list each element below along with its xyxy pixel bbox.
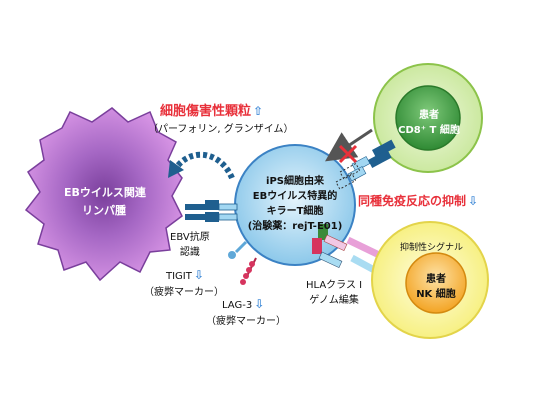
lag3-label: LAG-3⇩ — [222, 297, 265, 311]
tumor-label: EBウイルス関連 リンパ腫 — [64, 186, 146, 217]
hla-receptor-icon — [312, 224, 348, 269]
block-x-icon — [338, 144, 358, 164]
granules-subtitle: （パーフォリン, グランザイム） — [148, 124, 294, 135]
hla-deleted-outline — [335, 162, 361, 190]
attack-arrow — [325, 128, 373, 162]
ebv-antigen-label: EBV抗原 認識 — [170, 232, 210, 258]
tigit-sub: （疲弊マーカー） — [144, 287, 224, 298]
suppression-label: 同種免疫反応の抑制⇩ — [358, 194, 479, 208]
granules-title: 細胞傷害性顆粒⇧ — [160, 104, 264, 119]
inhibitory-signal-label: 抑制性シグナル — [400, 243, 464, 253]
nk-label: 患者 NK 細胞 — [416, 274, 456, 300]
hla-label: HLAクラス I ゲノム編集 — [306, 280, 363, 306]
tigit-label: TIGIT⇩ — [166, 268, 204, 282]
tumor-cell — [24, 107, 183, 282]
cd8-label: 患者 CD8⁺ T 細胞 — [398, 110, 460, 136]
granule-release-arrow — [173, 151, 235, 180]
cd8-receptor-icon — [347, 139, 396, 182]
lag3-receptor-icon — [240, 257, 257, 285]
tigit-receptor-icon — [228, 240, 248, 259]
lag3-sub: （疲弊マーカー） — [206, 316, 286, 327]
center-cell-label: iPS細胞由来 EBウイルス特異的 キラーT細胞 (治験薬：rejT-E01) — [247, 176, 343, 232]
tcr-receptor-icon — [185, 200, 238, 222]
